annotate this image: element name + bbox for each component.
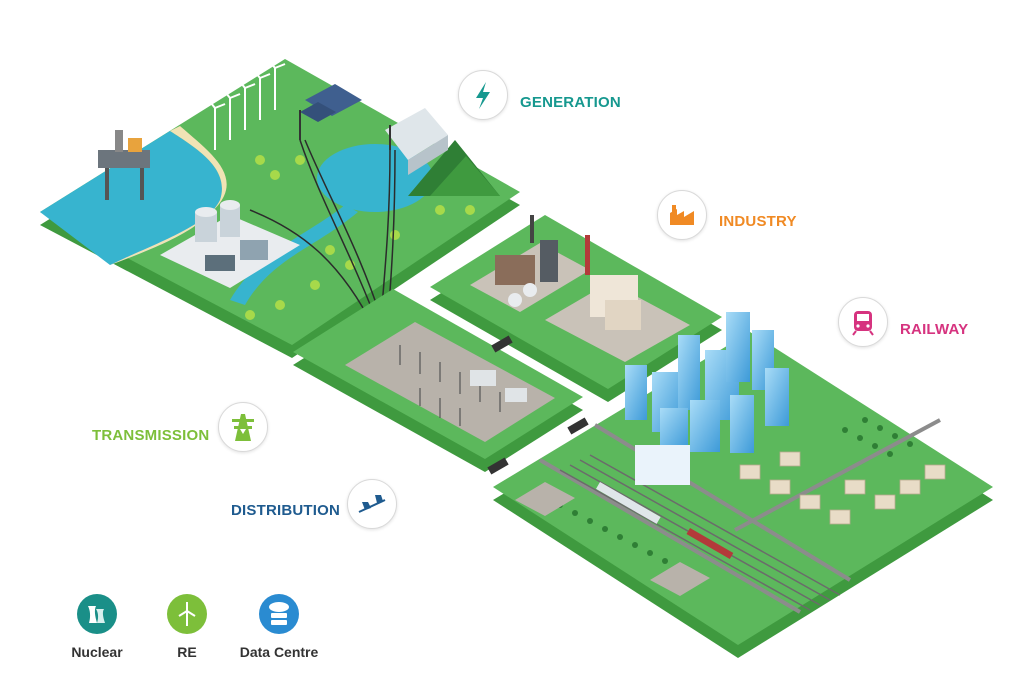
transmission-label: TRANSMISSION [92,427,210,444]
lightning-bolt-icon [476,82,490,109]
transmission-tower-icon [232,414,254,441]
server-cloud-icon [269,602,289,625]
generation-label: GENERATION [520,94,621,111]
city-platform [493,312,993,658]
legend-badge-nuclear [77,594,117,634]
railway-label: RAILWAY [900,321,969,338]
train-icon [852,311,874,336]
legend-label-nuclear: Nuclear [71,644,123,660]
wind-turbine-icon [178,602,196,626]
generation-platform [40,57,520,358]
distribution-icon-badge [347,479,397,529]
railway-icon-badge [838,297,888,347]
nuclear-cooling-tower-icon [88,606,105,623]
legend-label-data-centre: Data Centre [239,644,319,660]
legend-badge-re [167,594,207,634]
transmission-icon-badge [218,402,268,452]
legend-badge-data-centre [259,594,299,634]
generation-icon-badge [458,70,508,120]
substation-platform [293,289,583,472]
legend-label-re: RE [177,644,197,660]
power-line-icon [358,495,386,513]
industry-icon-badge [657,190,707,240]
industry-platform [430,215,722,402]
legend-item-re: RE [147,594,227,660]
distribution-label: DISTRIBUTION [231,502,341,519]
legend-item-data-centre: Data Centre [239,594,319,660]
factory-icon [670,205,694,225]
legend-item-nuclear: Nuclear [57,594,137,660]
industry-label: INDUSTRY [719,213,797,230]
